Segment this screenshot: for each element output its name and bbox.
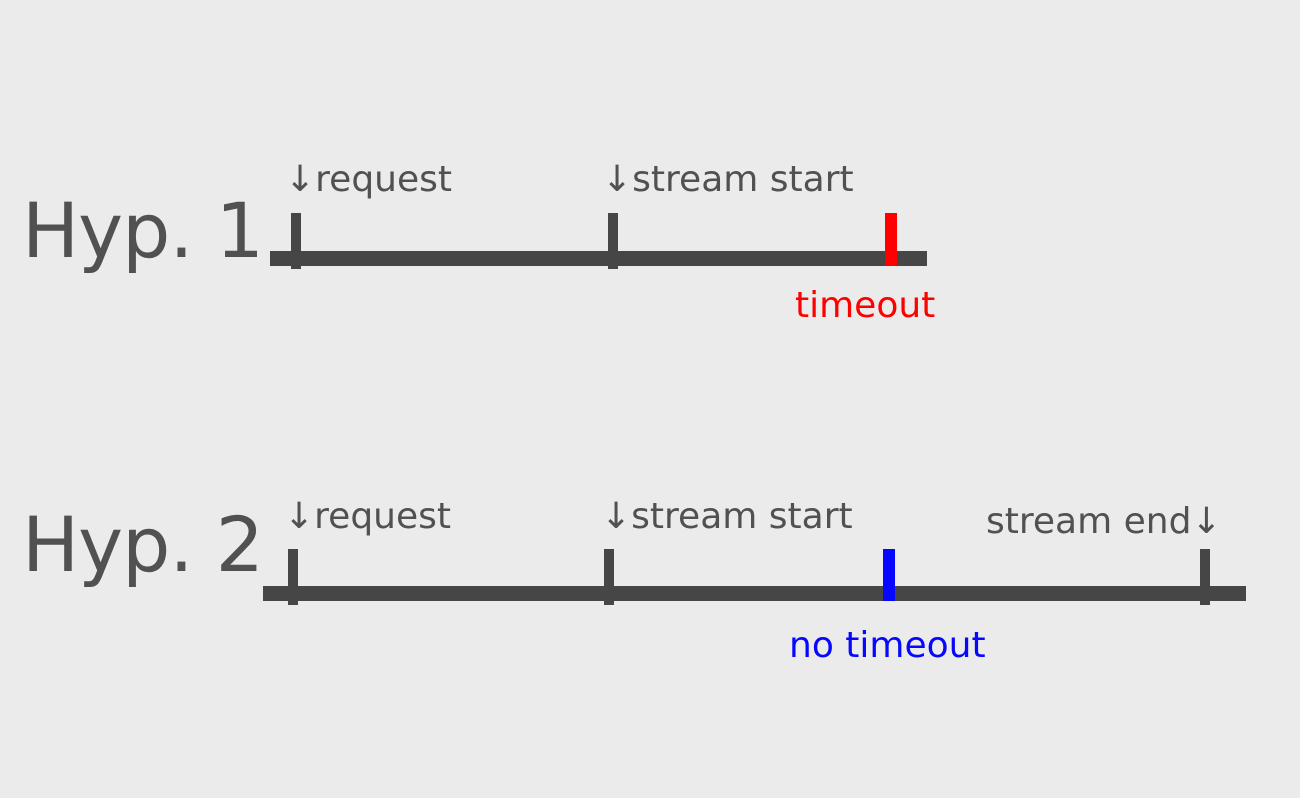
hyp2-no-timeout-tick bbox=[883, 549, 895, 601]
hyp1-stream-start-label: ↓stream start bbox=[602, 159, 854, 200]
hyp2-stream-start-label: ↓stream start bbox=[601, 496, 853, 537]
hyp2-stream-start-tick bbox=[604, 549, 614, 605]
hyp2-stream-end-label: stream end↓ bbox=[986, 501, 1222, 542]
hyp2-title: Hyp. 2 bbox=[22, 500, 264, 589]
hyp1-timeline-bar bbox=[270, 251, 927, 266]
hyp2-no-timeout-label: no timeout bbox=[789, 625, 986, 666]
hyp2-request-label: ↓request bbox=[284, 496, 452, 537]
hyp2-stream-end-tick bbox=[1200, 549, 1210, 605]
hyp1-timeout-label: timeout bbox=[795, 285, 936, 326]
hyp2-timeline-bar bbox=[263, 586, 1246, 601]
hyp1-stream-start-tick bbox=[608, 213, 618, 269]
hyp1-request-label: ↓request bbox=[285, 159, 453, 200]
hyp2-request-tick bbox=[288, 549, 298, 605]
hyp1-title: Hyp. 1 bbox=[22, 186, 264, 275]
hyp1-timeout-tick bbox=[885, 213, 897, 266]
hyp1-request-tick bbox=[291, 213, 301, 269]
